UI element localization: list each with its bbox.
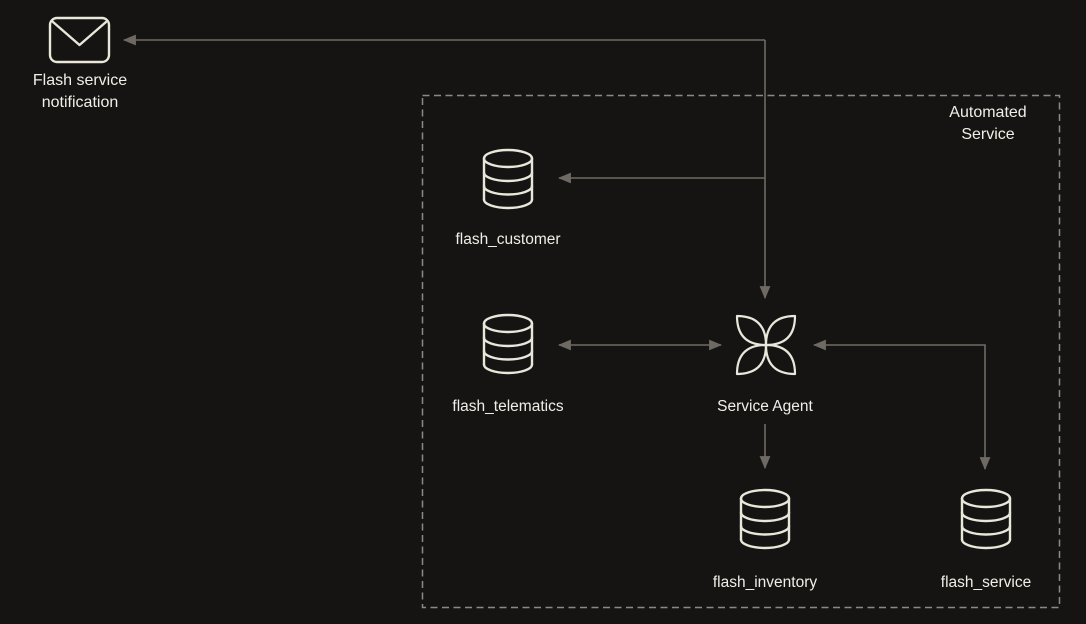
database-icon [960, 488, 1012, 550]
database-icon [482, 313, 534, 375]
node-flash-service[interactable] [960, 488, 1012, 550]
label-flash-notification: Flash service notification [32, 72, 128, 111]
automated-service-container [421, 94, 1061, 609]
database-icon [739, 488, 791, 550]
node-flash-inventory[interactable] [739, 488, 791, 550]
label-automated-service: Automated Service [949, 104, 1027, 143]
node-service-agent[interactable] [735, 314, 797, 376]
node-flash-notification[interactable] [48, 16, 111, 64]
node-flash-customer[interactable] [482, 148, 534, 210]
database-icon [482, 148, 534, 210]
node-flash-telematics[interactable] [482, 313, 534, 375]
petal-flower-icon [735, 314, 797, 376]
label-service-agent: Service Agent [717, 398, 813, 415]
envelope-icon [48, 16, 111, 64]
edge-agent-flash-service-bidirectional [812, 339, 991, 471]
label-flash-telematics: flash_telematics [452, 398, 564, 415]
label-flash-service: flash_service [940, 574, 1032, 591]
label-flash-inventory: flash_inventory [712, 574, 818, 591]
label-flash-customer: flash_customer [455, 231, 561, 248]
